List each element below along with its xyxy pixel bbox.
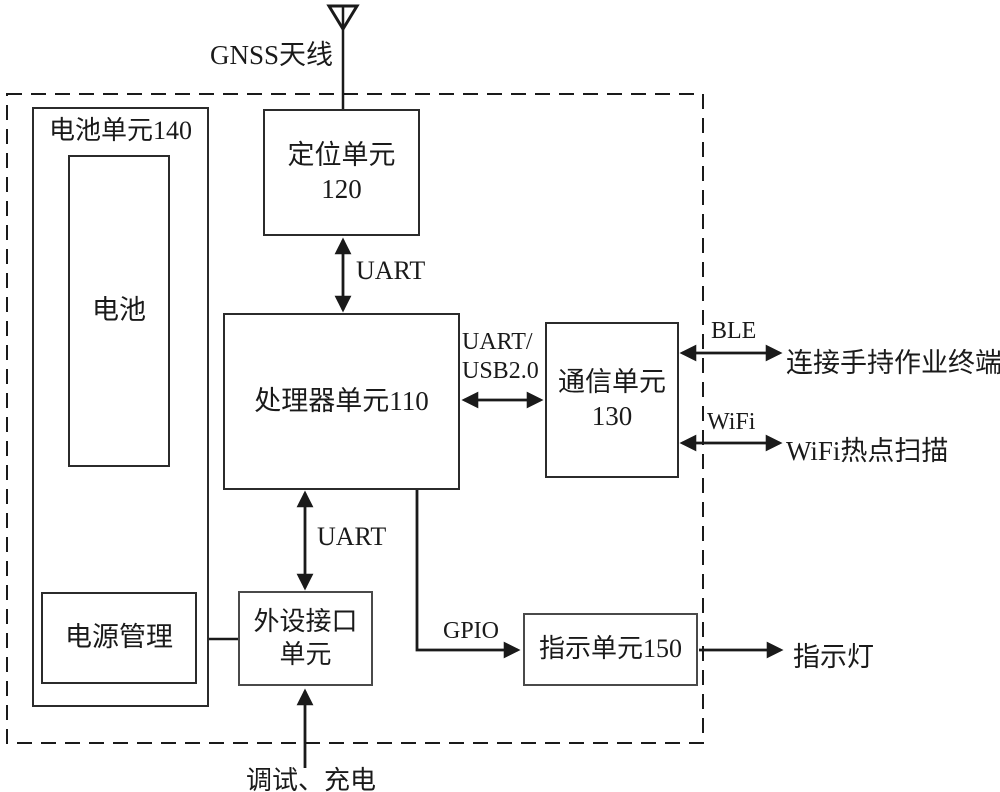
ble-label: BLE	[711, 318, 757, 344]
battery-box: 电池	[68, 155, 170, 467]
positioning-unit-label: 定位单元	[287, 139, 396, 170]
indicator-target-label: 指示灯	[793, 642, 874, 672]
peripheral-unit-label: 外设接口	[253, 607, 358, 636]
peripheral-unit-label2: 单元	[279, 639, 332, 669]
positioning-unit-box: 定位单元 120	[263, 109, 420, 236]
indicator-unit-label: 指示单元150	[538, 634, 682, 664]
uart-usb-line1: UART/	[462, 329, 533, 355]
power-mgmt-label: 电源管理	[65, 622, 173, 653]
processor-unit-box: 处理器单元110	[223, 313, 460, 490]
gpio-line	[415, 490, 521, 659]
battery-label: 电池	[92, 295, 146, 326]
positioning-unit-number: 120	[321, 173, 362, 204]
debug-charge-label: 调试、充电	[246, 766, 377, 792]
indicator-unit-box: 指示单元150	[523, 613, 698, 686]
processor-unit-label: 处理器单元110	[254, 385, 429, 416]
antenna-icon	[326, 4, 360, 110]
power-mgmt-box: 电源管理	[41, 592, 197, 684]
gnss-antenna-label: GNSS天线	[210, 40, 334, 70]
wifi-label: WiFi	[707, 409, 756, 435]
wifi-target-label: WiFi热点扫描	[786, 436, 949, 466]
battery-unit-label: 电池单元140	[48, 116, 192, 145]
comm-unit-number: 130	[591, 401, 633, 431]
peripheral-unit-box: 外设接口 单元	[238, 591, 373, 686]
gpio-label: GPIO	[443, 618, 500, 644]
uart-bottom-label: UART	[317, 522, 387, 551]
comm-unit-box: 通信单元 130	[545, 322, 679, 478]
comm-unit-label: 通信单元	[558, 367, 666, 398]
ble-target-label: 连接手持作业终端	[786, 348, 1000, 378]
device-boundary	[6, 93, 704, 744]
uart-usb-line2: USB2.0	[462, 357, 539, 384]
uart-usb-label: UART/ USB2.0	[462, 328, 548, 386]
uart-top-label: UART	[356, 256, 426, 285]
